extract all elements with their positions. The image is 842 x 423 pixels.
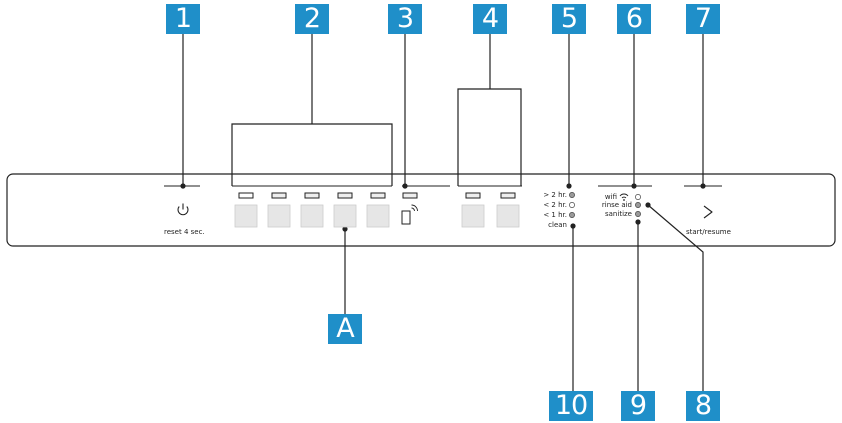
leader-dot-10	[570, 223, 576, 229]
option-led	[500, 192, 516, 199]
leader-dot-9	[635, 219, 641, 225]
leader-dot-a	[342, 226, 348, 232]
leader-dot-3	[402, 183, 408, 189]
status-indicator-label: sanitize	[605, 210, 632, 218]
option-led	[465, 192, 481, 199]
program-button[interactable]	[333, 204, 357, 228]
callout-1: 1	[166, 4, 200, 34]
bracket-2	[231, 123, 393, 186]
callout-3: 3	[388, 4, 422, 34]
start-button-label: start/resume	[686, 228, 731, 236]
remote-start-icon	[401, 204, 418, 225]
program-button[interactable]	[300, 204, 324, 228]
callout-10: 10	[549, 391, 593, 421]
callout-2: 2	[295, 4, 329, 34]
program-led	[238, 192, 254, 199]
bracket-4	[457, 88, 522, 186]
control-panel-outline	[6, 173, 836, 247]
status-indicator-dot	[635, 202, 641, 208]
leader-dot-1	[180, 183, 186, 189]
callout-5: 5	[552, 4, 586, 34]
status-indicator-label: rinse aid	[601, 201, 632, 209]
time-indicator-label: clean	[548, 221, 567, 229]
callout-8: 8	[686, 391, 720, 421]
power-icon[interactable]	[177, 203, 189, 216]
leader-dot-5	[566, 183, 572, 189]
leader-dot-8	[645, 202, 651, 208]
start-triangle-icon[interactable]	[703, 205, 713, 219]
option-button[interactable]	[461, 204, 485, 228]
program-button[interactable]	[234, 204, 258, 228]
status-indicator-dot	[635, 194, 641, 200]
callout-7: 7	[686, 4, 720, 34]
leader-dot-7	[700, 183, 706, 189]
callout-a: A	[328, 314, 362, 344]
time-indicator-dot	[569, 202, 575, 208]
wifi-icon	[619, 193, 629, 201]
program-button[interactable]	[267, 204, 291, 228]
remote-start-led	[402, 192, 418, 199]
time-indicator-dot	[569, 192, 575, 198]
program-button[interactable]	[366, 204, 390, 228]
program-led	[304, 192, 320, 199]
program-led	[271, 192, 287, 199]
option-button[interactable]	[496, 204, 520, 228]
leader-dot-6	[631, 183, 637, 189]
time-indicator-label: < 2 hr.	[543, 201, 567, 209]
status-indicator-dot	[635, 211, 641, 217]
callout-9: 9	[621, 391, 655, 421]
program-led	[370, 192, 386, 199]
program-led	[337, 192, 353, 199]
leader-line-8	[647, 204, 704, 393]
power-button-label: reset 4 sec.	[164, 228, 205, 236]
callout-6: 6	[617, 4, 651, 34]
time-indicator-label: < 1 hr.	[543, 211, 567, 219]
callout-4: 4	[473, 4, 507, 34]
time-indicator-label: > 2 hr.	[543, 191, 567, 199]
status-indicator-label: wifi	[604, 193, 617, 201]
time-indicator-dot	[569, 212, 575, 218]
